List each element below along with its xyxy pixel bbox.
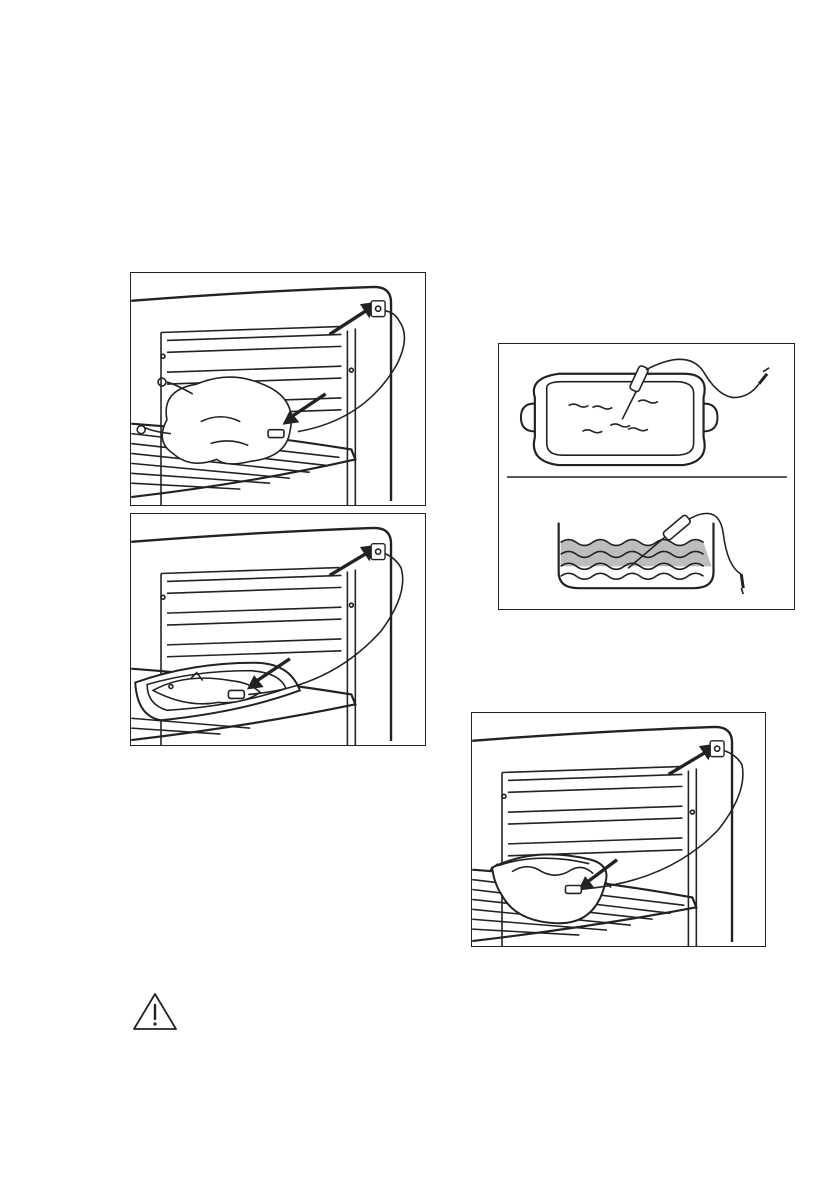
figure-probe-in-casserole (498, 343, 795, 610)
oven-cavity-chicken-illustration (131, 273, 425, 505)
figure-probe-in-chicken (130, 272, 426, 506)
oven-cavity-fish-illustration (131, 514, 425, 745)
oven-cavity-bowl-illustration (472, 713, 765, 946)
figure-probe-in-bowl (471, 712, 766, 947)
casserole-top-and-side-illustration (499, 344, 794, 609)
figure-probe-in-fish (130, 513, 426, 746)
warning-triangle-icon (132, 991, 178, 1031)
